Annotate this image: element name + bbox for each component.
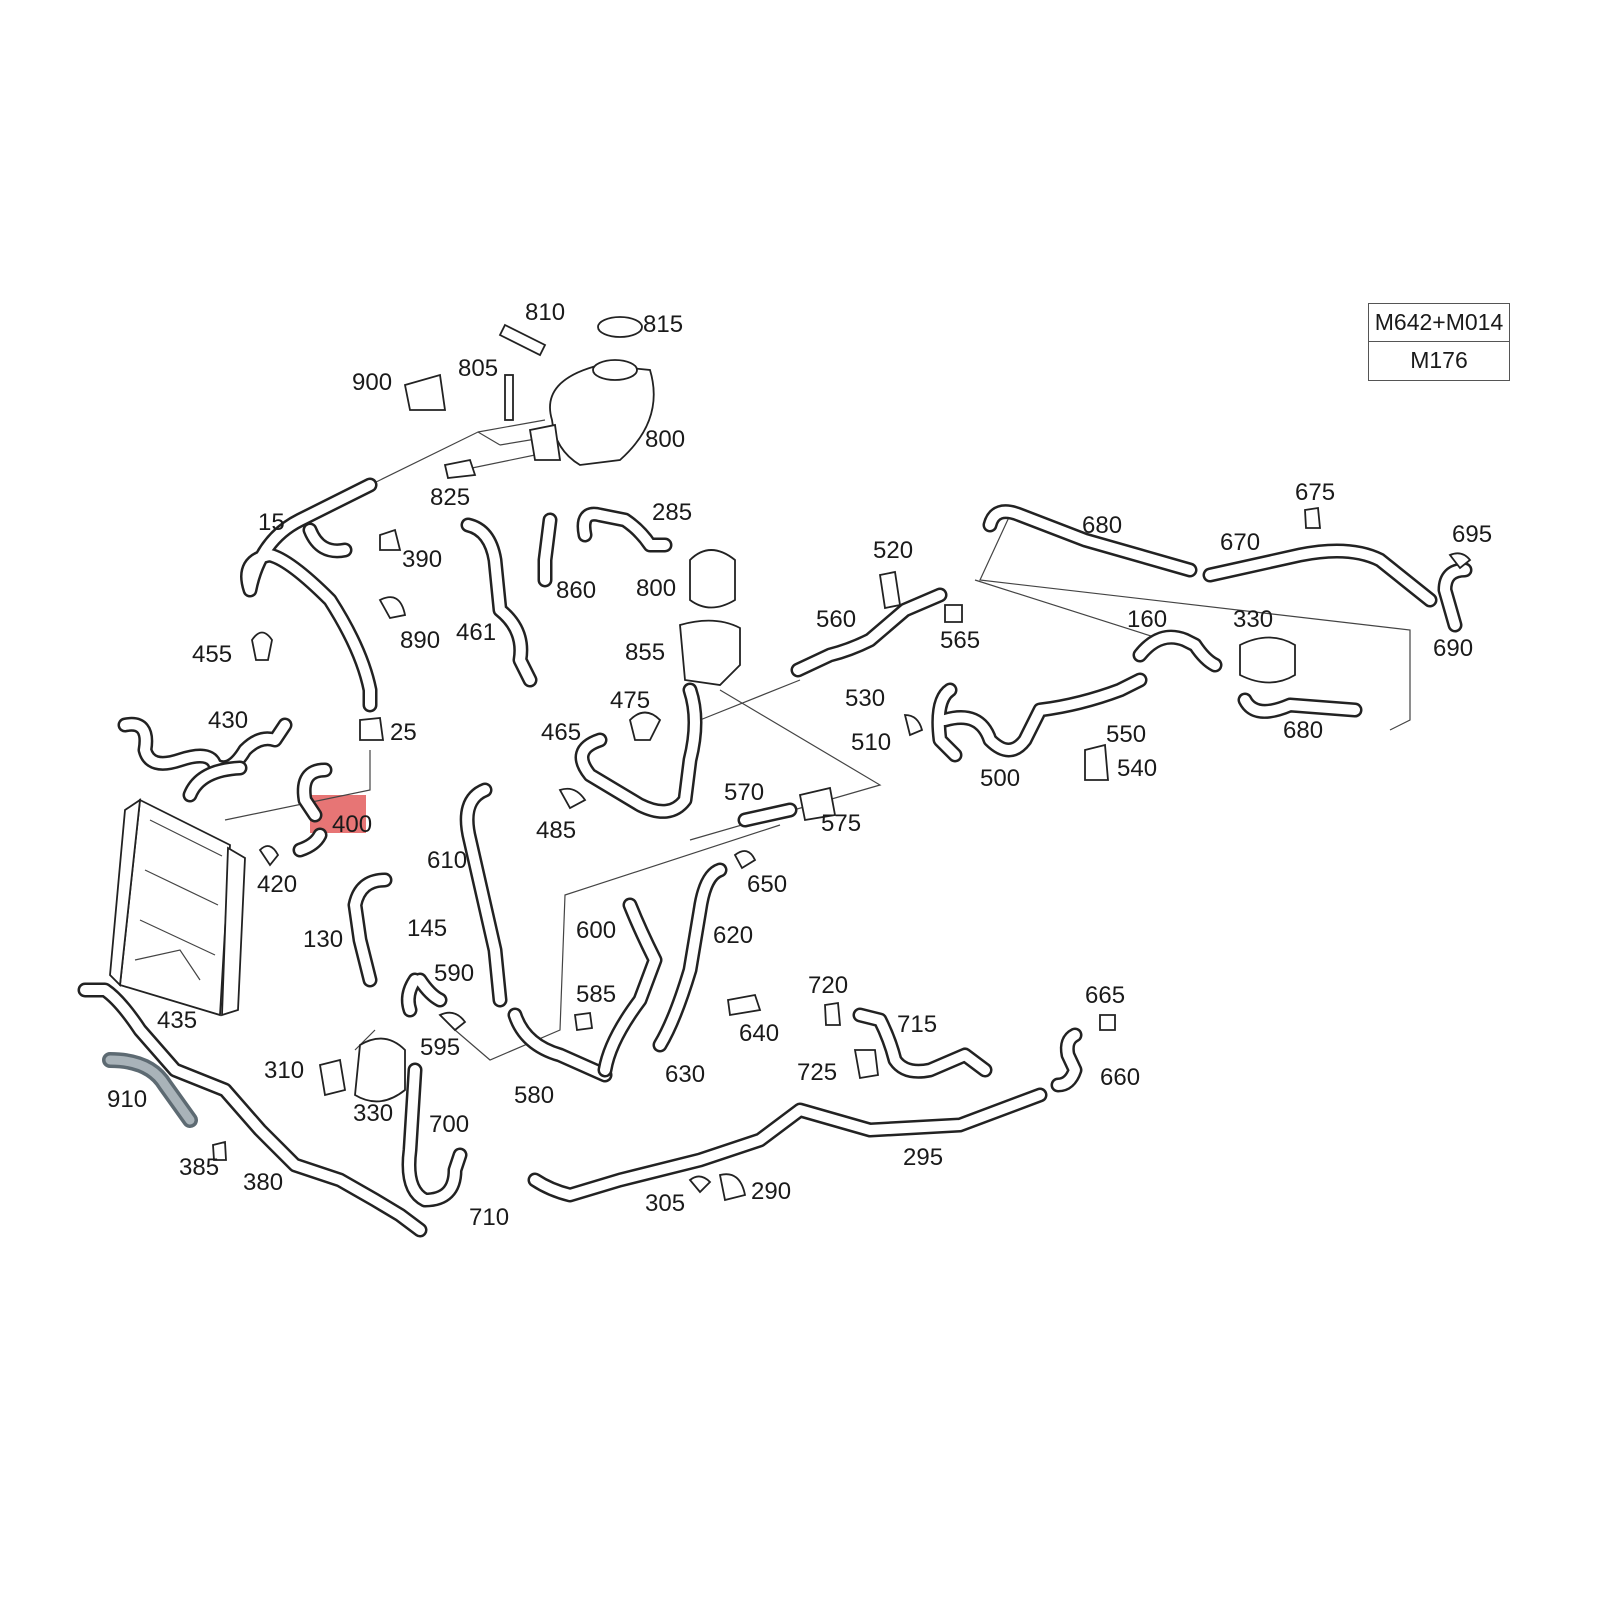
label-720: 720 xyxy=(808,972,848,999)
label-570: 570 xyxy=(724,779,764,806)
label-810: 810 xyxy=(525,299,565,326)
label-455: 455 xyxy=(192,641,232,668)
label-700: 700 xyxy=(429,1111,469,1138)
label-295: 295 xyxy=(903,1144,943,1171)
label-550: 550 xyxy=(1106,721,1146,748)
label-400: 400 xyxy=(332,811,372,838)
label-510: 510 xyxy=(851,729,891,756)
label-805: 805 xyxy=(458,355,498,382)
label-670: 670 xyxy=(1220,529,1260,556)
label-650: 650 xyxy=(747,871,787,898)
label-465: 465 xyxy=(541,719,581,746)
label-530: 530 xyxy=(845,685,885,712)
label-15: 15 xyxy=(258,509,285,536)
label-390: 390 xyxy=(402,546,442,573)
label-160: 160 xyxy=(1127,606,1167,633)
label-800-b: 800 xyxy=(636,575,676,602)
label-825: 825 xyxy=(430,484,470,511)
legend-variant-1: M642+M014 xyxy=(1369,304,1509,342)
label-461: 461 xyxy=(456,619,496,646)
label-290: 290 xyxy=(751,1178,791,1205)
label-695: 695 xyxy=(1452,521,1492,548)
label-675: 675 xyxy=(1295,479,1335,506)
label-900: 900 xyxy=(352,369,392,396)
label-640: 640 xyxy=(739,1020,779,1047)
label-665: 665 xyxy=(1085,982,1125,1009)
label-560: 560 xyxy=(816,606,856,633)
label-430: 430 xyxy=(208,707,248,734)
label-305: 305 xyxy=(645,1190,685,1217)
label-330-b: 330 xyxy=(353,1100,393,1127)
label-715: 715 xyxy=(897,1011,937,1038)
label-475: 475 xyxy=(610,687,650,714)
label-25: 25 xyxy=(390,719,417,746)
label-910: 910 xyxy=(107,1086,147,1113)
label-380: 380 xyxy=(243,1169,283,1196)
label-860: 860 xyxy=(556,577,596,604)
label-130: 130 xyxy=(303,926,343,953)
label-420: 420 xyxy=(257,871,297,898)
label-330: 330 xyxy=(1233,606,1273,633)
label-680-b: 680 xyxy=(1283,717,1323,744)
label-890: 890 xyxy=(400,627,440,654)
label-690: 690 xyxy=(1433,635,1473,662)
label-145: 145 xyxy=(407,915,447,942)
label-800: 800 xyxy=(645,426,685,453)
label-725: 725 xyxy=(797,1059,837,1086)
label-710: 710 xyxy=(469,1204,509,1231)
engine-variant-legend: M642+M014 M176 xyxy=(1368,303,1510,381)
label-680: 680 xyxy=(1082,512,1122,539)
label-385: 385 xyxy=(179,1154,219,1181)
label-620: 620 xyxy=(713,922,753,949)
label-590: 590 xyxy=(434,960,474,987)
label-520: 520 xyxy=(873,537,913,564)
label-660: 660 xyxy=(1100,1064,1140,1091)
label-565: 565 xyxy=(940,627,980,654)
label-585: 585 xyxy=(576,981,616,1008)
label-435: 435 xyxy=(157,1007,197,1034)
label-310: 310 xyxy=(264,1057,304,1084)
leader-lines xyxy=(224,419,1411,1061)
part-labels: 810 815 900 805 800 825 15 390 285 860 8… xyxy=(107,299,1492,1231)
label-815: 815 xyxy=(643,311,683,338)
hoses xyxy=(77,477,1473,1238)
label-610: 610 xyxy=(427,847,467,874)
label-285: 285 xyxy=(652,499,692,526)
label-580: 580 xyxy=(514,1082,554,1109)
label-855: 855 xyxy=(625,639,665,666)
components xyxy=(212,316,1472,1202)
label-485: 485 xyxy=(536,817,576,844)
radiator xyxy=(109,798,246,1017)
label-575: 575 xyxy=(821,810,861,837)
label-500: 500 xyxy=(980,765,1020,792)
legend-variant-2: M176 xyxy=(1410,347,1468,373)
label-630: 630 xyxy=(665,1061,705,1088)
label-540: 540 xyxy=(1117,755,1157,782)
label-600: 600 xyxy=(576,917,616,944)
label-595: 595 xyxy=(420,1034,460,1061)
